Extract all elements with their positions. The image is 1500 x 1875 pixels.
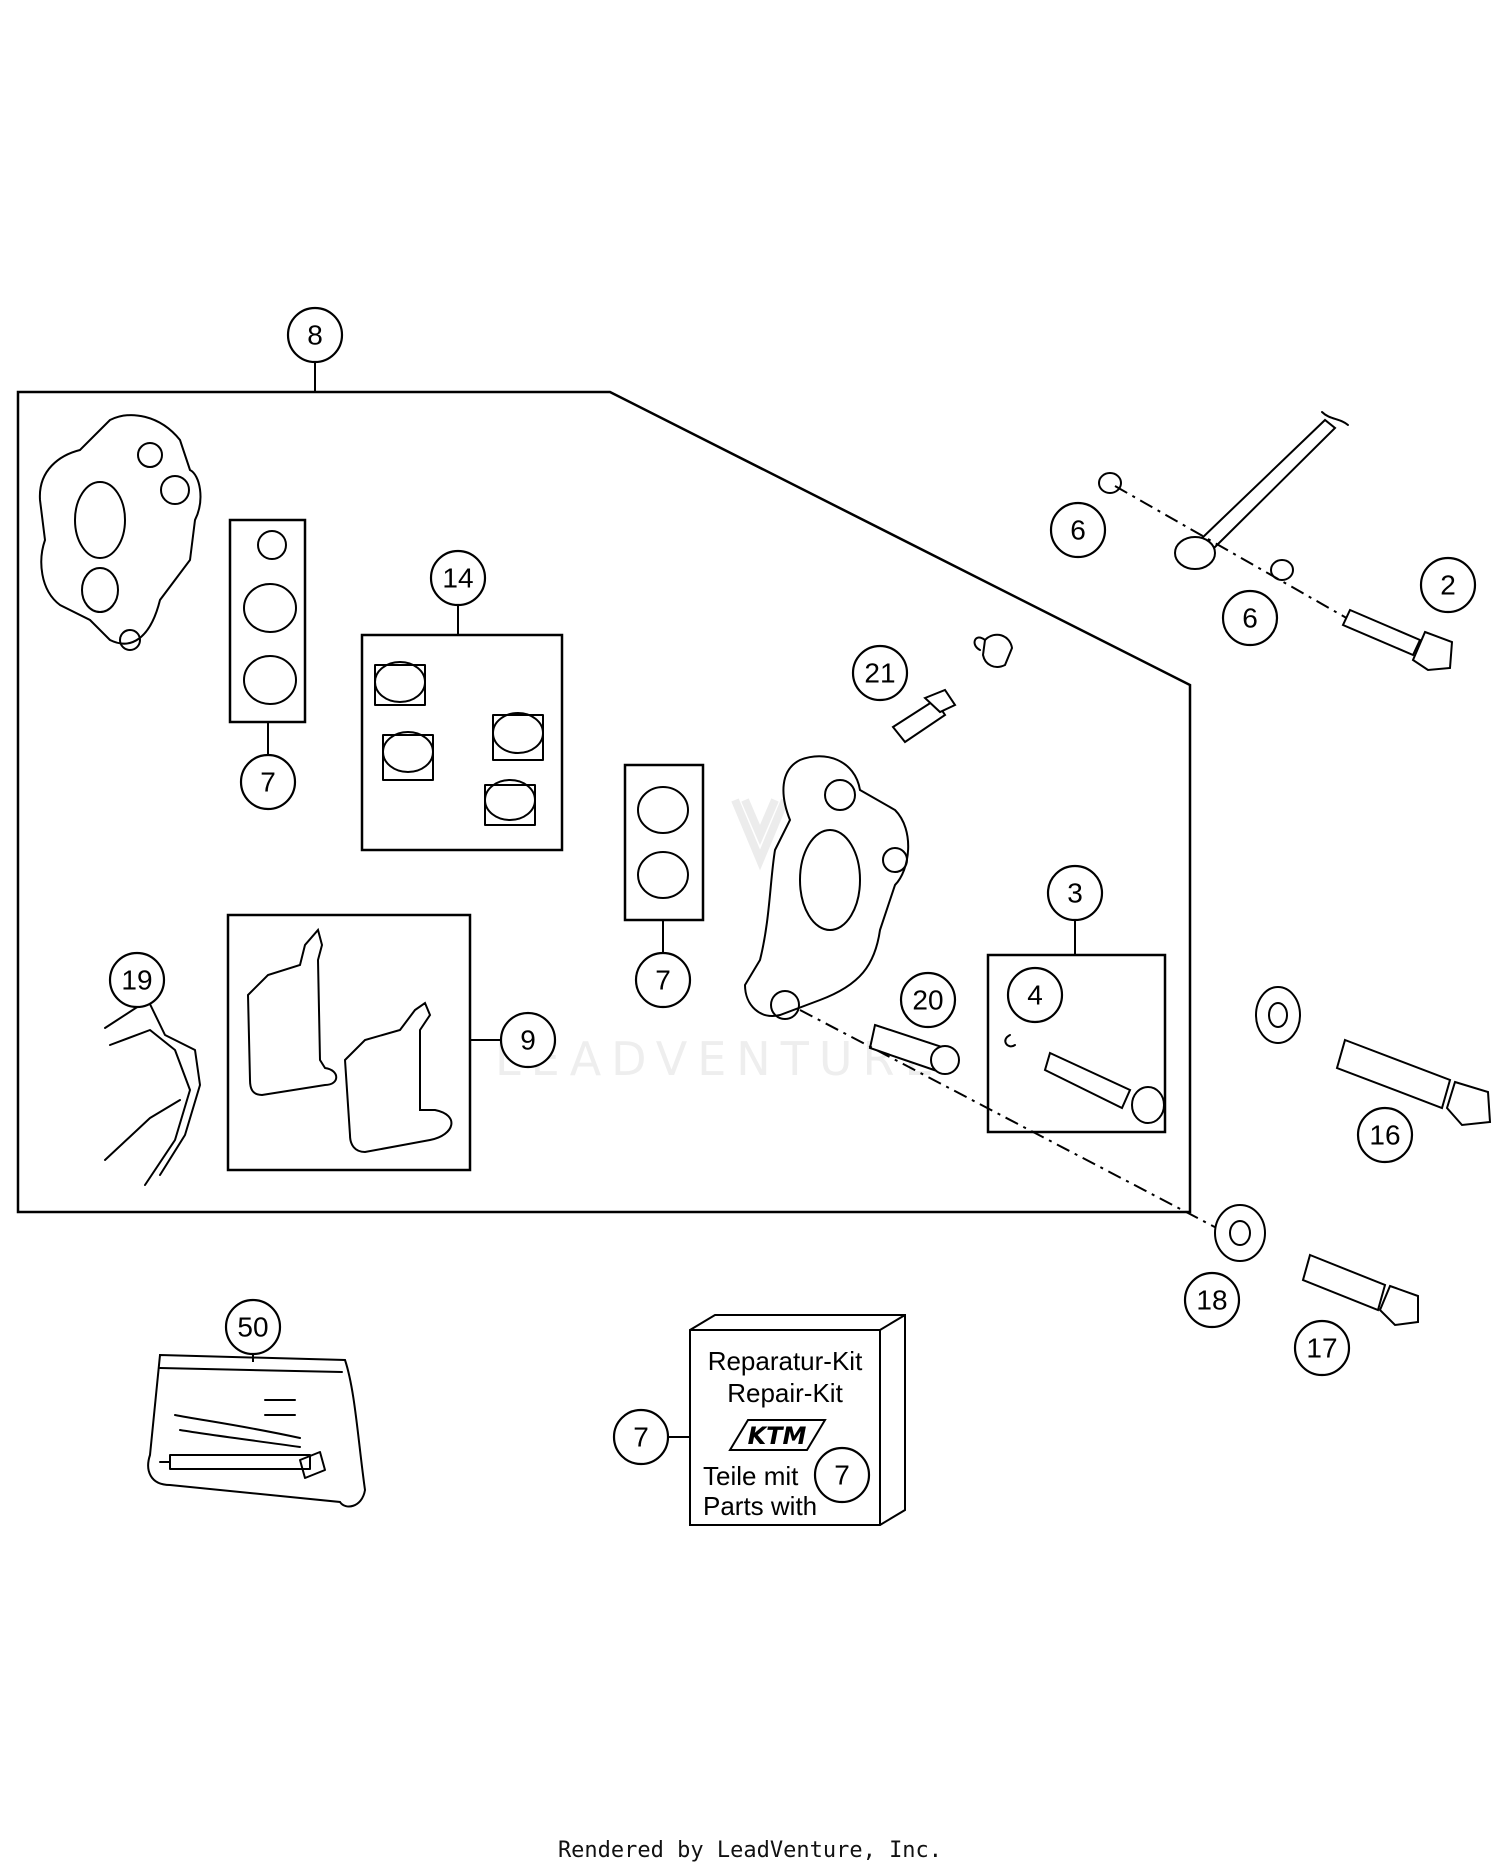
copper-washer-upper — [1098, 472, 1122, 494]
callout-7-left: 7 — [239, 753, 297, 811]
svg-text:7: 7 — [655, 965, 671, 996]
caliper-half-right — [743, 755, 910, 1020]
callout-2: 2 — [1419, 556, 1477, 614]
callout-21: 21 — [851, 644, 909, 702]
svg-text:6: 6 — [1242, 603, 1258, 634]
svg-text:9: 9 — [520, 1025, 536, 1056]
bolt-kit-box — [986, 953, 1167, 1134]
callout-17: 17 — [1293, 1319, 1351, 1377]
caliper-half-left — [38, 414, 202, 651]
svg-text:7: 7 — [260, 767, 276, 798]
svg-text:20: 20 — [912, 985, 943, 1016]
grease-packet — [147, 1353, 367, 1508]
callout-3: 3 — [1046, 864, 1104, 922]
callout-7-kit-left: 7 — [612, 1408, 670, 1466]
callout-16: 16 — [1356, 1106, 1414, 1164]
svg-text:7: 7 — [834, 1460, 850, 1491]
callout-14: 14 — [429, 549, 487, 607]
svg-text:7: 7 — [633, 1422, 649, 1453]
kit-label-line3: Teile mit — [703, 1461, 799, 1491]
svg-text:50: 50 — [237, 1312, 268, 1343]
callout-6-lower: 6 — [1221, 589, 1279, 647]
pistons — [374, 661, 544, 826]
svg-text:19: 19 — [121, 965, 152, 996]
svg-text:18: 18 — [1196, 1285, 1227, 1316]
callout-7-center: 7 — [634, 951, 692, 1009]
callout-9: 9 — [499, 1011, 557, 1069]
kit-label-line4: Parts with — [703, 1491, 817, 1521]
seal-kit-box-center — [623, 763, 705, 922]
callout-18: 18 — [1183, 1271, 1241, 1329]
svg-text:21: 21 — [864, 658, 895, 689]
caliper-bolt — [1043, 1051, 1165, 1124]
bleeder-screw — [891, 688, 957, 744]
svg-text:16: 16 — [1369, 1120, 1400, 1151]
svg-text:6: 6 — [1070, 515, 1086, 546]
ktm-logo: KTM — [728, 1419, 827, 1451]
bleeder-cap — [973, 633, 1014, 668]
mounting-bolt-16 — [1335, 1038, 1492, 1127]
callout-20: 20 — [899, 971, 957, 1029]
callout-4: 4 — [1006, 966, 1064, 1024]
callout-7-kit-inside: 7 — [813, 1446, 871, 1504]
kit-label-line1: Reparatur-Kit — [708, 1346, 863, 1376]
callout-50: 50 — [224, 1298, 282, 1356]
caliper-assembly-outline — [16, 390, 1192, 1214]
repair-kit-box: Reparatur-Kit Repair-Kit KTM Teile mit P… — [689, 1314, 906, 1526]
callout-6-upper: 6 — [1049, 501, 1107, 559]
svg-text:14: 14 — [442, 563, 473, 594]
mounting-bolt-17 — [1301, 1253, 1419, 1327]
pad-spring — [104, 999, 201, 1186]
brake-line — [1174, 411, 1349, 570]
washer-18 — [1214, 1204, 1266, 1262]
guide-pin — [868, 1023, 960, 1075]
copper-washer-lower — [1270, 559, 1294, 581]
banjo-bolt — [1341, 608, 1454, 672]
brake-pads — [246, 927, 453, 1154]
svg-text:8: 8 — [307, 320, 323, 351]
callout-8: 8 — [286, 306, 344, 364]
washer-16 — [1255, 986, 1301, 1044]
callout-19: 19 — [108, 951, 166, 1009]
ktm-logo-text: KTM — [748, 1422, 807, 1450]
svg-text:3: 3 — [1067, 878, 1083, 909]
svg-text:4: 4 — [1027, 980, 1043, 1011]
svg-text:17: 17 — [1306, 1333, 1337, 1364]
kit-label-line2: Repair-Kit — [727, 1378, 843, 1408]
brake-pad-box — [226, 913, 472, 1172]
piston-kit-box — [360, 633, 564, 852]
svg-text:2: 2 — [1440, 570, 1456, 601]
footer-credit: Rendered by LeadVenture, Inc. — [557, 1838, 943, 1863]
